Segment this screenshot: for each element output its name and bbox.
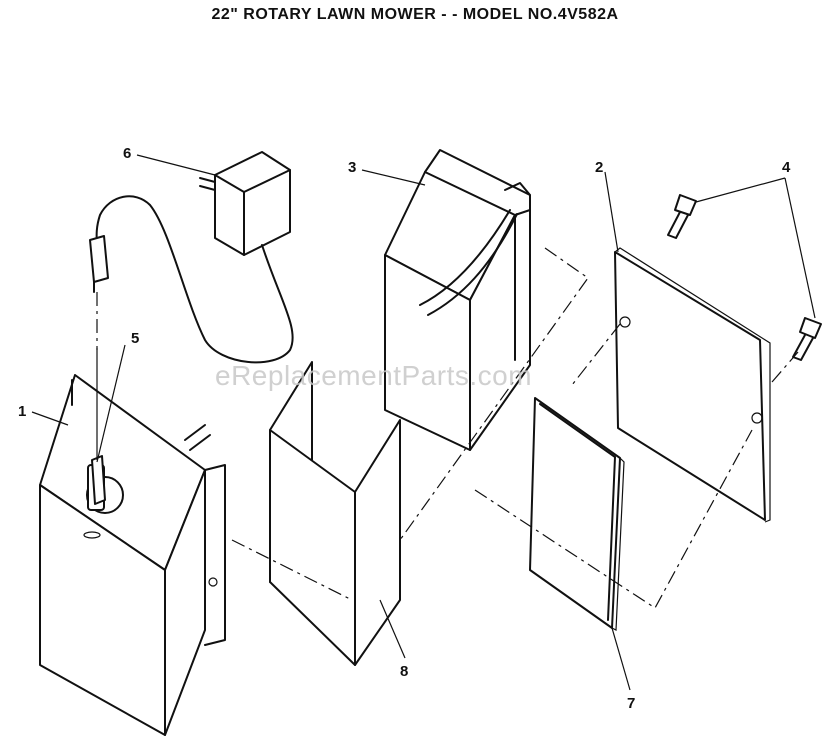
- callout-2: 2: [595, 159, 603, 176]
- part-4-screw-lower[interactable]: [792, 317, 822, 361]
- callout-leaders: [31, 154, 816, 691]
- part-1-battery-box[interactable]: [39, 374, 226, 736]
- assembly-guide-lines: [96, 247, 799, 609]
- diagram-title: 22" ROTARY LAWN MOWER - - MODEL NO.4V582…: [211, 6, 619, 23]
- callout-8: 8: [400, 663, 408, 680]
- callout-4: 4: [782, 159, 791, 176]
- part-2-panel[interactable]: [614, 247, 771, 523]
- part-6-charger[interactable]: [89, 151, 294, 364]
- callout-5: 5: [131, 330, 139, 347]
- callout-1: 1: [18, 403, 26, 420]
- callout-numbers: 6 3 2 4 5 1 8 7: [18, 145, 791, 712]
- part-4-screw-upper[interactable]: [667, 194, 697, 239]
- part-8-shield[interactable]: [269, 361, 401, 666]
- callout-7: 7: [627, 695, 635, 712]
- callout-6: 6: [123, 145, 131, 162]
- part-7-pad[interactable]: [529, 397, 625, 631]
- part-3-battery[interactable]: [384, 149, 531, 451]
- callout-3: 3: [348, 159, 356, 176]
- watermark: eReplacementParts.com: [215, 360, 533, 391]
